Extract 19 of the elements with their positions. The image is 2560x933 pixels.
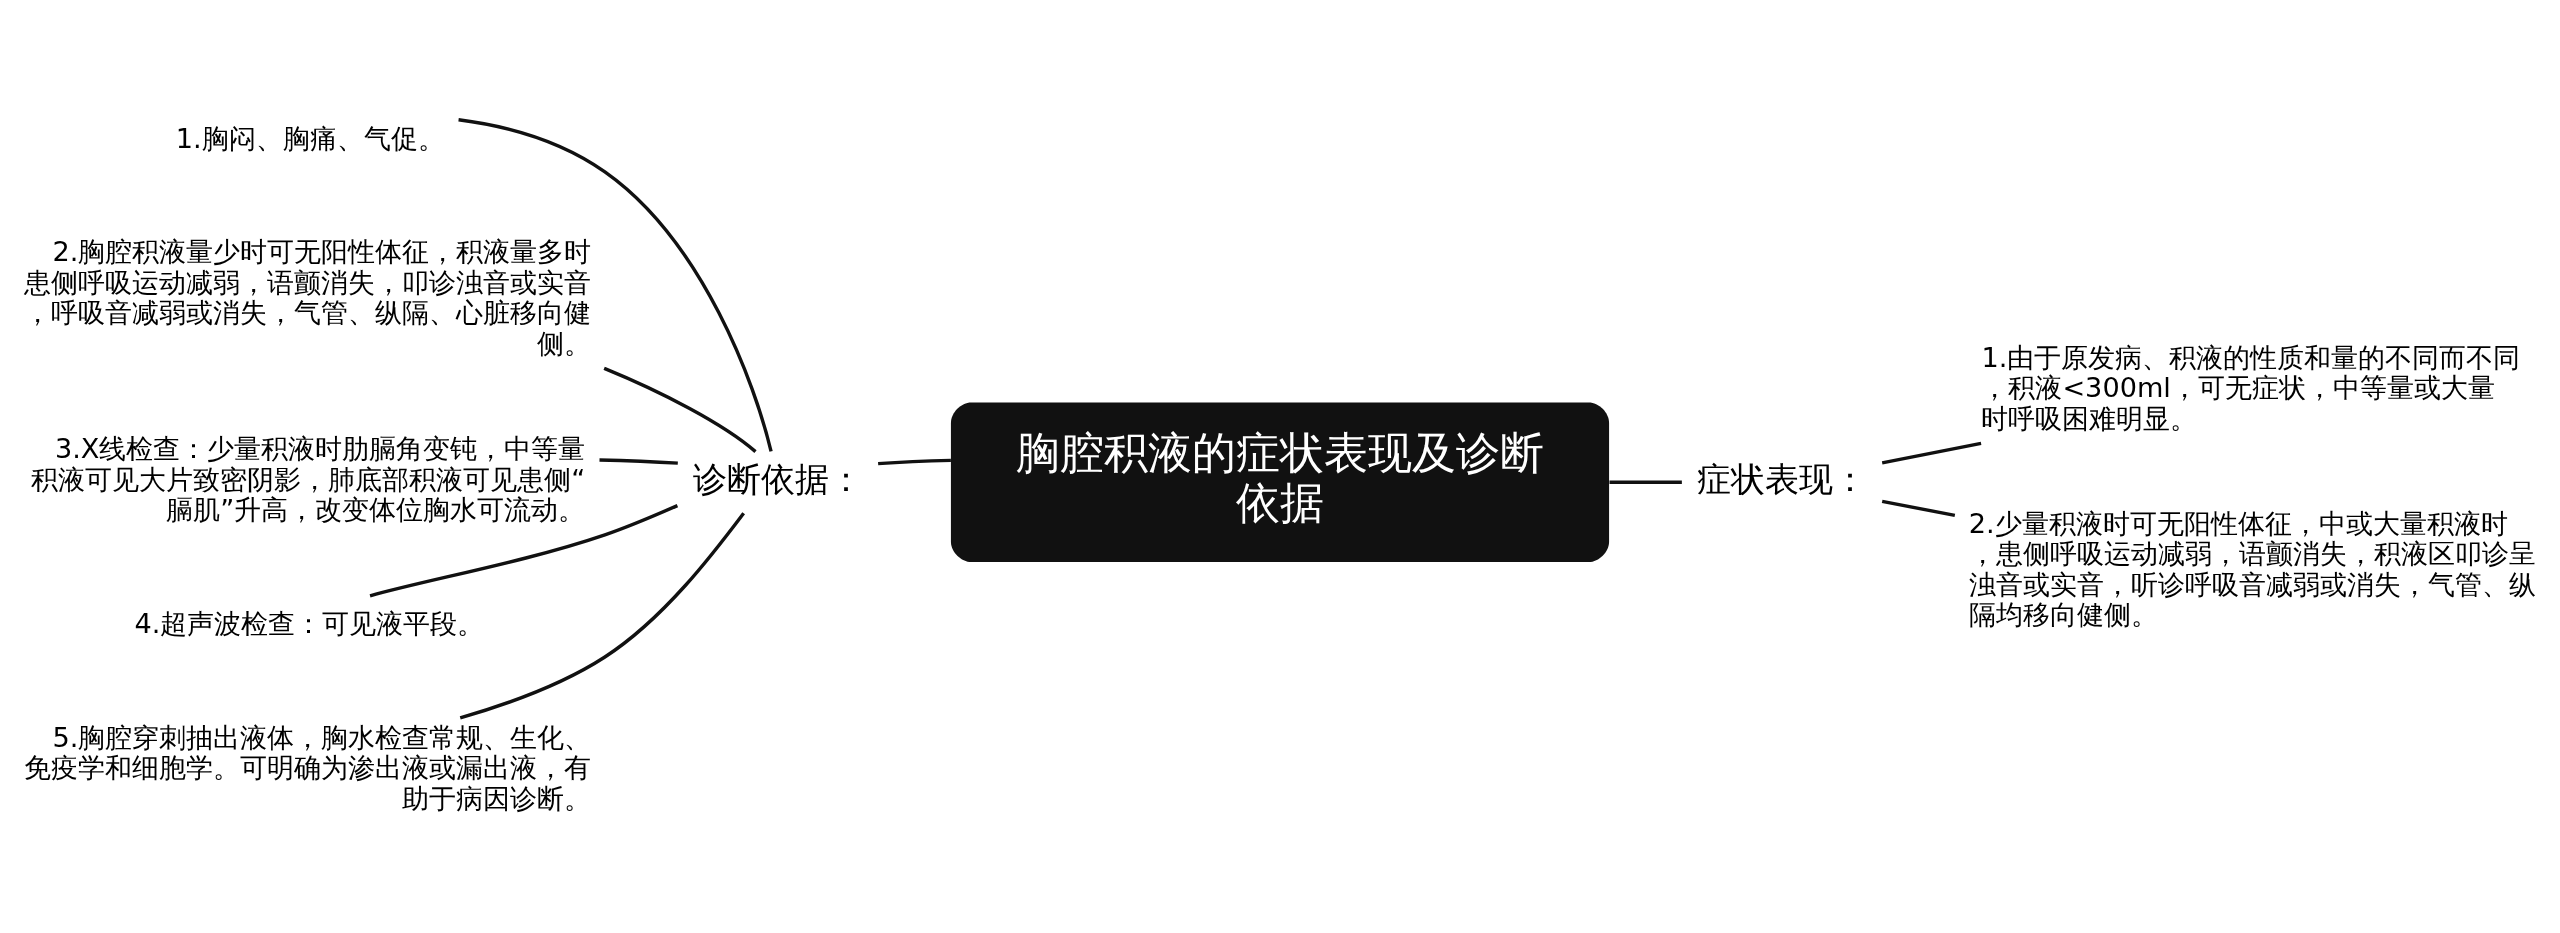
connector (458, 117, 773, 452)
connector (1609, 480, 1682, 484)
node-text: 2.胸腔积液量少时可无阳性体征，积液量多时患侧呼吸运动减弱，语颤消失，叩诊浊音或实音，呼吸音减弱或消失，气管、纵隔、心脏移向健侧。 (24, 235, 592, 359)
connector (603, 366, 757, 453)
connector (369, 503, 679, 597)
node-text: 1.胸闷、胸痛、气促。 (175, 122, 445, 154)
node-text: 3.X线检查：少量积液时肋膈角变钝，中等量积液可见大片致密阴影，肺底部积液可见患侧“膈肌”升高，改变体位胸水可流动。 (31, 432, 586, 525)
connector (459, 511, 745, 720)
connector (1881, 441, 1982, 464)
connector (878, 458, 951, 465)
connector (599, 457, 678, 465)
node-text: 诊断依据： (692, 459, 863, 499)
connector (1881, 499, 1956, 517)
node-text: 2.少量积液时可无阳性体征，中或大量积液时，患侧呼吸运动减弱，语颤消失，积液区叩诊呈浊音或实音，听诊呼吸音减弱或消失，气管、纵隔均移向健侧。 (1968, 507, 2536, 630)
node-box: 胸腔积液的症状表现及诊断依据 (950, 402, 1610, 562)
node-text: 4.超声波检查：可见液平段。 (134, 607, 485, 639)
node-text: 症状表现： (1697, 459, 1868, 499)
node-text: 5.胸腔穿刺抽出液体，胸水检查常规、生化、免疫学和细胞学。可明确为渗出液或漏出液，有助于病因诊断。 (24, 721, 592, 814)
node-text: 1.由于原发病、积液的性质和量的不同而不同，积液<300ml，可无症状，中等量或大量时呼吸困难明显。 (1981, 341, 2521, 434)
